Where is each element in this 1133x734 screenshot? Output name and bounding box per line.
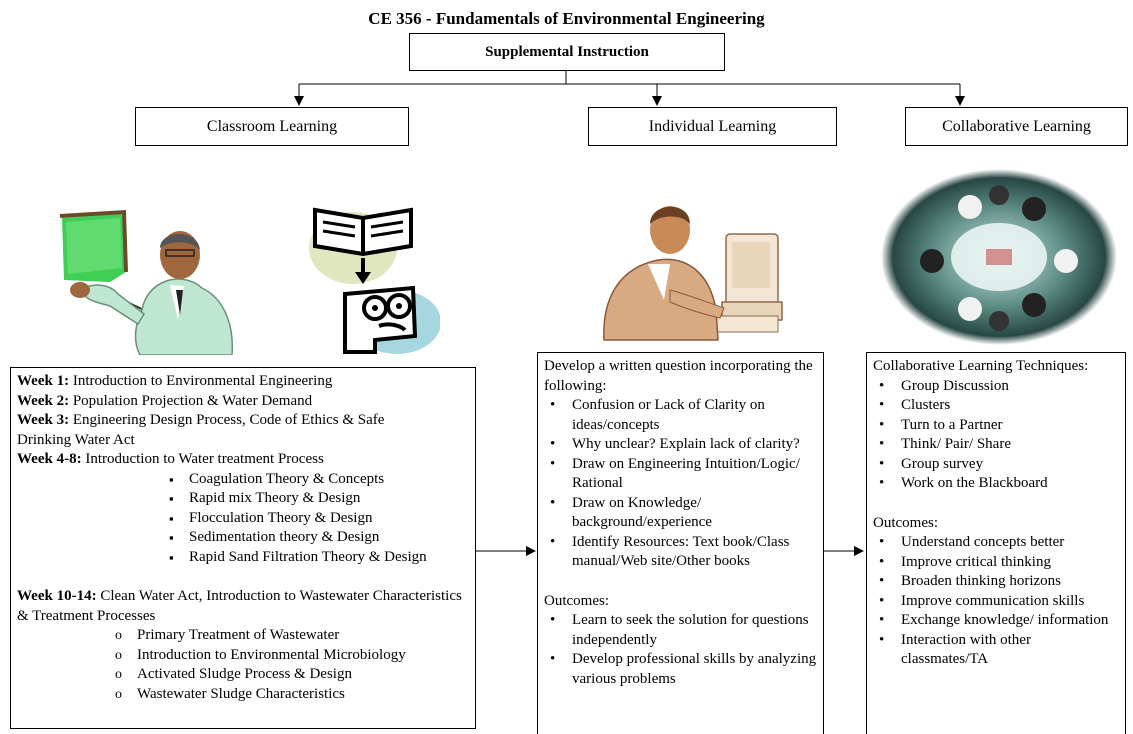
computer-user-clipart xyxy=(603,206,783,341)
individual-intro: Develop a written question incorporating… xyxy=(544,358,813,394)
list-item: Identify Resources: Text book/Class manu… xyxy=(544,533,817,572)
list-item: Improve critical thinking xyxy=(873,553,1119,573)
week-3-label: Week 3: xyxy=(17,412,70,428)
page-title: CE 356 - Fundamentals of Environmental E… xyxy=(368,9,765,28)
week-4-8-label: Week 4-8: xyxy=(17,451,82,467)
list-item: Sedimentation theory & Design xyxy=(163,528,433,548)
list-item: Draw on Engineering Intuition/Logic/ Rat… xyxy=(544,455,817,494)
book-thinking-clipart xyxy=(309,207,440,354)
individual-learning-box: Individual Learning xyxy=(588,107,837,146)
collaborative-intro: Collaborative Learning Techniques: xyxy=(873,358,1089,374)
list-item: Turn to a Partner xyxy=(873,416,1119,436)
week-2-text: Population Projection & Water Demand xyxy=(69,392,313,409)
list-item: Develop professional skills by analyzing… xyxy=(544,650,817,689)
week-1-label: Week 1: xyxy=(17,373,70,389)
week-4-8-text: Introduction to Water treatment Process xyxy=(81,451,324,467)
week-10-14-label: Week 10-14: xyxy=(17,588,97,604)
list-item: Flocculation Theory & Design xyxy=(163,509,433,529)
list-item: Draw on Knowledge/ background/experience xyxy=(544,494,817,533)
list-item: Primary Treatment of Wastewater xyxy=(111,626,469,646)
list-item: Work on the Blackboard xyxy=(873,474,1119,494)
week-10-14-line: Week 10-14: Clean Water Act, Introductio… xyxy=(17,587,469,626)
week-10-14-text: Clean Water Act, Introduction to Wastewa… xyxy=(17,588,462,624)
water-treatment-list: Coagulation Theory & Concepts Rapid mix … xyxy=(163,470,433,568)
wastewater-list: Primary Treatment of Wastewater Introduc… xyxy=(111,626,469,704)
classroom-learning-box: Classroom Learning xyxy=(135,107,409,146)
individual-outcomes-label: Outcomes: xyxy=(544,592,609,609)
week-3-line: Week 3: Engineering Design Process, Code… xyxy=(17,411,469,450)
list-item: Confusion or Lack of Clarity on ideas/co… xyxy=(544,396,817,435)
list-item: Understand concepts better xyxy=(873,533,1119,553)
individual-content-box: Develop a written question incorporating… xyxy=(537,352,824,734)
list-item: Group survey xyxy=(873,455,1119,475)
collaborative-learning-label: Collaborative Learning xyxy=(942,117,1091,135)
supplemental-instruction-box: Supplemental Instruction xyxy=(409,33,725,71)
list-item: Introduction to Environmental Microbiolo… xyxy=(111,646,469,666)
list-item: Exchange knowledge/ information xyxy=(873,611,1119,631)
collaborative-content-box: Collaborative Learning Techniques: Group… xyxy=(866,352,1126,734)
week-2-line: Week 2: Population Projection & Water De… xyxy=(17,392,469,412)
week-1-line: Week 1: Introduction to Environmental En… xyxy=(17,372,469,392)
list-item: Learn to seek the solution for questions… xyxy=(544,611,817,650)
teacher-clipart xyxy=(59,210,234,355)
list-item: Interaction with other classmates/TA xyxy=(873,631,1119,670)
individual-outcomes-list: Learn to seek the solution for questions… xyxy=(544,611,817,689)
list-item: Rapid mix Theory & Design xyxy=(163,489,433,509)
week-2-label: Week 2: xyxy=(17,392,70,409)
list-item: Group Discussion xyxy=(873,377,1119,397)
list-item: Broaden thinking horizons xyxy=(873,572,1119,592)
individual-learning-label: Individual Learning xyxy=(648,117,777,135)
collaborative-outcomes-list: Understand concepts better Improve criti… xyxy=(873,533,1119,670)
classroom-content-box: Week 1: Introduction to Environmental En… xyxy=(10,367,476,729)
collaborative-learning-box: Collaborative Learning xyxy=(905,107,1128,146)
list-item: Clusters xyxy=(873,396,1119,416)
list-item: Coagulation Theory & Concepts xyxy=(163,470,433,490)
list-item: Wastewater Sludge Characteristics xyxy=(111,685,469,705)
supplemental-instruction-label: Supplemental Instruction xyxy=(485,43,649,60)
list-item: Rapid Sand Filtration Theory & Design xyxy=(163,548,433,568)
list-item: Improve communication skills xyxy=(873,592,1119,612)
week-3-text: Engineering Design Process, Code of Ethi… xyxy=(17,412,385,448)
collaborative-techniques-list: Group Discussion Clusters Turn to a Part… xyxy=(873,377,1119,494)
meeting-photo xyxy=(881,169,1117,345)
collaborative-outcomes-label: Outcomes: xyxy=(873,514,938,531)
week-4-8-line: Week 4-8: Introduction to Water treatmen… xyxy=(17,450,469,470)
individual-question-list: Confusion or Lack of Clarity on ideas/co… xyxy=(544,396,817,572)
week-1-text: Introduction to Environmental Engineerin… xyxy=(69,373,333,389)
list-item: Activated Sludge Process & Design xyxy=(111,665,469,685)
list-item: Why unclear? Explain lack of clarity? xyxy=(544,435,817,455)
classroom-learning-label: Classroom Learning xyxy=(206,117,338,135)
list-item: Think/ Pair/ Share xyxy=(873,435,1119,455)
